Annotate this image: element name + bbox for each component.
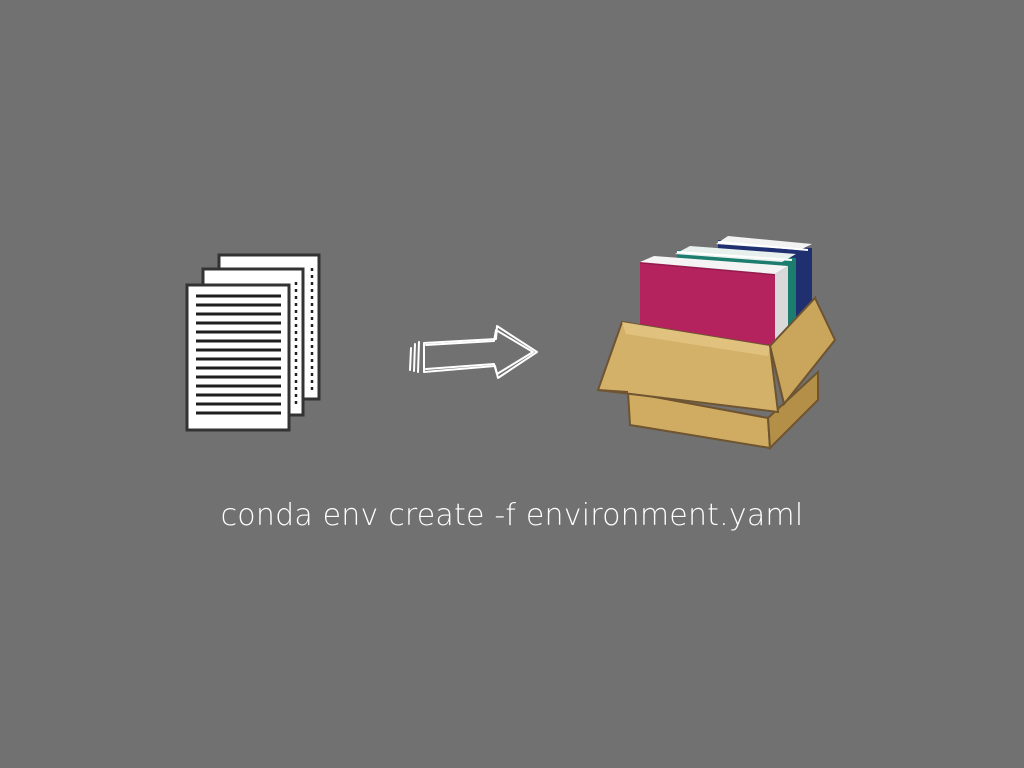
front-page — [185, 283, 291, 432]
box-of-books-icon — [596, 236, 837, 451]
document-stack-icon — [185, 253, 321, 432]
command-caption: conda env create -f environment.yaml — [220, 498, 804, 533]
right-arrow-icon — [409, 325, 538, 379]
book-magenta — [639, 256, 788, 345]
